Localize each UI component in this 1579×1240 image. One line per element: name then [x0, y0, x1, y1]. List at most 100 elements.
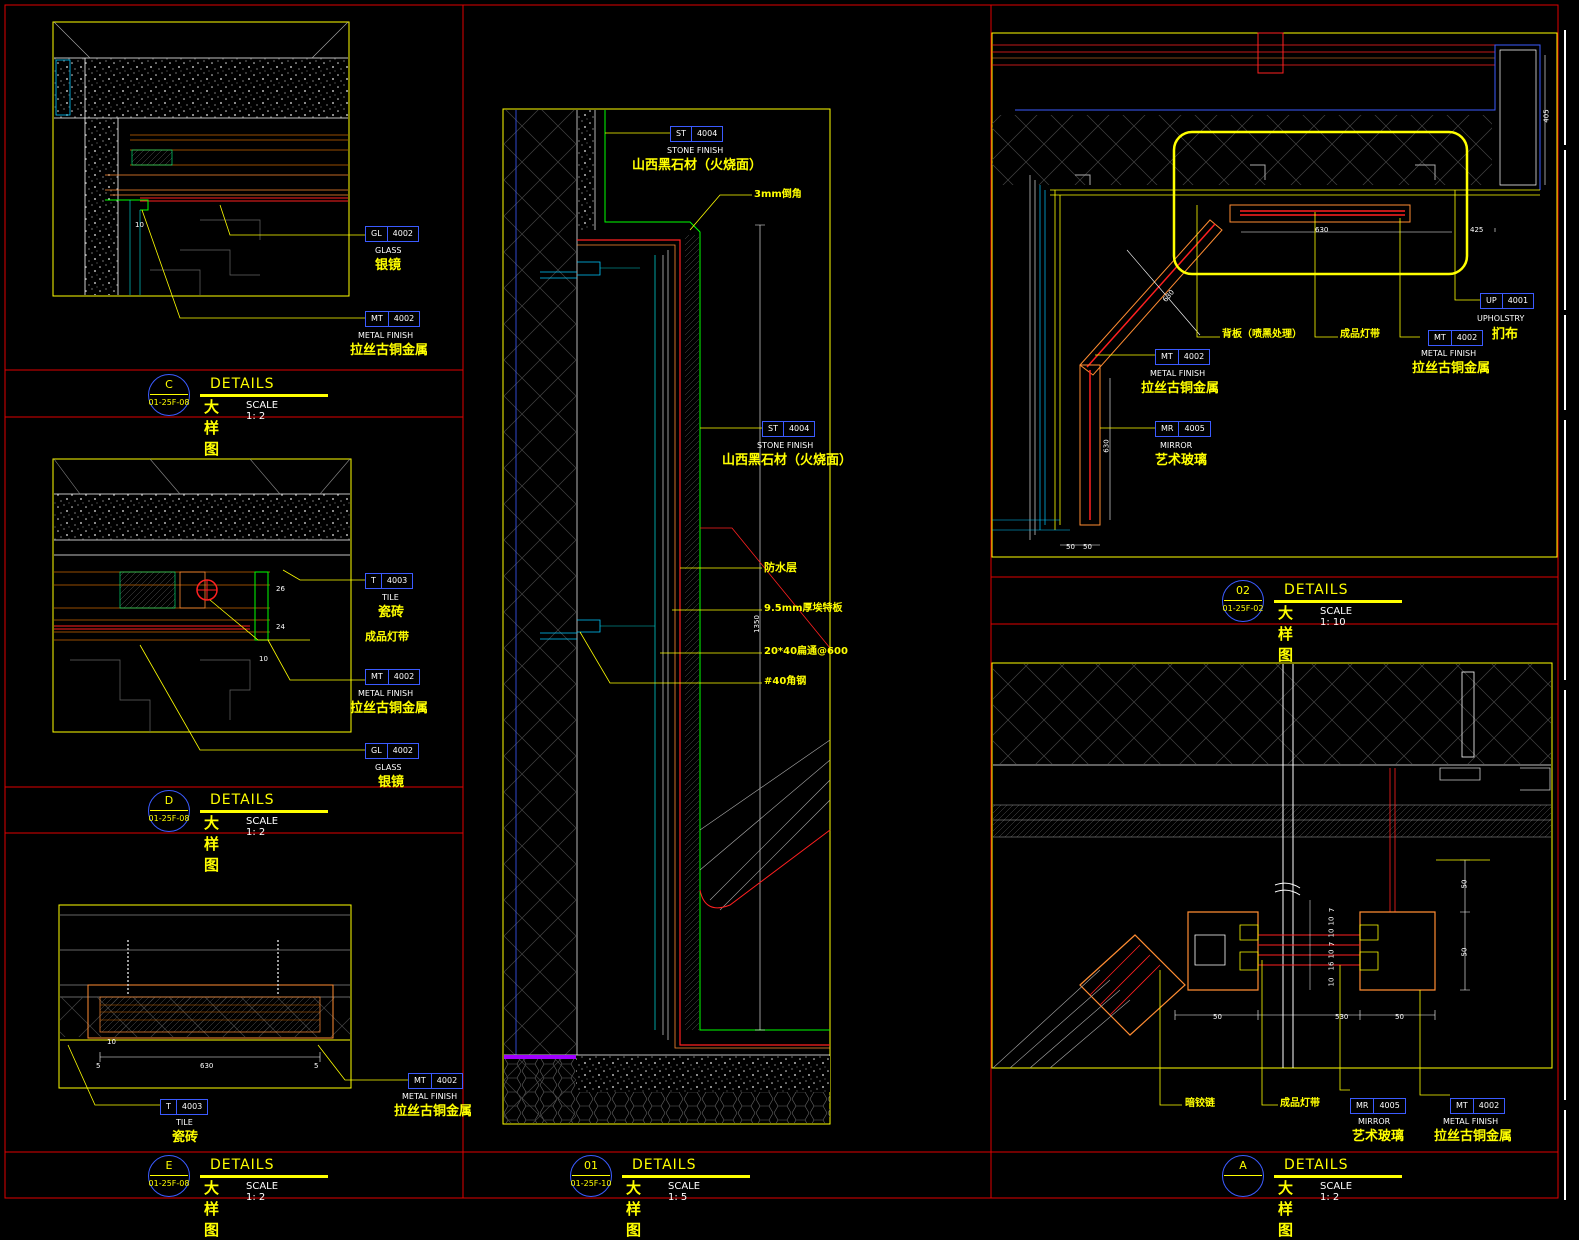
detail-cn-title: 大样图 — [204, 814, 220, 874]
material-en: METAL FINISH — [1421, 349, 1477, 358]
tube-note: 20*40扁通@600 — [764, 646, 848, 657]
detail-02-drawing — [991, 32, 1558, 558]
dimension: 10 — [1327, 977, 1336, 987]
material-cn: 拉丝古铜金属 — [1141, 381, 1220, 396]
sheet-ref: 01-25F-02 — [1222, 604, 1264, 613]
scale-label: SCALE 1: 5 — [668, 1181, 701, 1203]
chamfer-note: 3mm倒角 — [754, 189, 802, 200]
material-cn: 拉丝古铜金属 — [394, 1104, 473, 1119]
dimension: 50 — [1066, 543, 1075, 551]
detail-id: C — [165, 378, 173, 391]
dimension: 24 — [276, 623, 285, 631]
dimension: 1350 — [752, 615, 761, 633]
waterproof-note: 防水层 — [764, 561, 797, 574]
material-cn: 拉丝古铜金属 — [350, 701, 429, 716]
dimension: 10 — [1327, 916, 1336, 926]
detail-cn-title: 大样图 — [204, 1179, 220, 1239]
hinge-note: 暗铰链 — [1185, 1098, 1215, 1109]
detail-id: 01 — [584, 1159, 598, 1172]
detail-id: D — [164, 794, 174, 807]
angle-steel-note: #40角钢 — [764, 676, 807, 687]
dimension: 630 — [200, 1062, 214, 1070]
material-cn: 扪布 — [1492, 327, 1519, 342]
scale-label: SCALE 1: 2 — [1320, 1181, 1353, 1203]
material-en: METAL FINISH — [1443, 1117, 1499, 1126]
scale-label: SCALE 1: 2 — [246, 1181, 279, 1203]
dimension: 50 — [1395, 1013, 1404, 1021]
cad-drawing-canvas — [4, 4, 1566, 1200]
dimension: 630 — [1102, 439, 1111, 453]
led-strip-label: 成品灯带 — [1340, 329, 1380, 340]
dimension: 7 — [1328, 941, 1337, 947]
dimension: 26 — [276, 585, 285, 593]
dimension: 10 — [1327, 949, 1336, 959]
detail-id: E — [165, 1159, 173, 1172]
detail-a-drawing — [991, 662, 1553, 1106]
detail-cn-title: 大样图 — [1278, 1179, 1294, 1239]
dimension: 405 — [1542, 109, 1551, 123]
detail-id: A — [1239, 1159, 1247, 1172]
dimension: 50 — [1460, 879, 1469, 889]
dimension: 7 — [1328, 907, 1337, 913]
material-cn: 艺术玻璃 — [1155, 453, 1208, 468]
material-cn: 山西黑石材（火烧面） — [722, 453, 853, 468]
material-cn: 拉丝古铜金属 — [1412, 361, 1491, 376]
dimension: 425 — [1470, 226, 1484, 234]
details-label: DETAILS — [632, 1157, 697, 1173]
material-en: UPHOLSTRY — [1477, 314, 1525, 323]
material-en: GLASS — [375, 246, 402, 255]
material-en: STONE FINISH — [757, 441, 814, 450]
details-label: DETAILS — [210, 376, 275, 392]
scale-label: SCALE 1: 2 — [246, 816, 279, 838]
dimension: 50 — [1460, 947, 1469, 957]
material-cn: 拉丝古铜金属 — [1434, 1129, 1513, 1144]
dimension: 10 — [1327, 928, 1336, 938]
material-en: TILE — [382, 593, 399, 602]
dimension: 5 — [314, 1062, 319, 1070]
details-label: DETAILS — [1284, 1157, 1349, 1173]
sheet-ref: 01-25F-08 — [148, 814, 190, 823]
material-cn: 山西黑石材（火烧面） — [632, 158, 763, 173]
scale-label: SCALE 1: 10 — [1320, 606, 1353, 628]
dimension: 10 — [135, 221, 144, 229]
dimension: 630 — [1315, 226, 1329, 234]
material-en: STONE FINISH — [667, 146, 724, 155]
material-en: METAL FINISH — [358, 331, 414, 340]
material-en: GLASS — [375, 763, 402, 772]
details-label: DETAILS — [1284, 582, 1349, 598]
back-panel-note: 背板（喷黑处理） — [1222, 329, 1302, 340]
led-strip-label: 成品灯带 — [1280, 1098, 1320, 1109]
detail-01-drawing — [502, 108, 831, 1125]
detail-marker — [148, 374, 190, 416]
dimension: 10 — [259, 655, 268, 663]
dimension: 530 — [1335, 1013, 1349, 1021]
material-en: METAL FINISH — [402, 1092, 458, 1101]
sheet-grid — [4, 4, 1559, 1199]
details-label: DETAILS — [210, 1157, 275, 1173]
sheet-ref: 01-25F-08 — [148, 398, 190, 407]
detail-id: 02 — [1236, 584, 1250, 597]
material-en: METAL FINISH — [358, 689, 414, 698]
material-cn: 艺术玻璃 — [1352, 1129, 1405, 1144]
board-note: 9.5mm厚埃特板 — [764, 603, 843, 614]
detail-e-drawing — [58, 904, 408, 1106]
material-cn: 瓷砖 — [172, 1130, 199, 1145]
dimension: 16 — [1327, 961, 1336, 971]
detail-cn-title: 大样图 — [204, 398, 220, 458]
dimension: 5 — [96, 1062, 101, 1070]
sheet-ref: 01-25F-08 — [148, 1179, 190, 1188]
material-en: MIRROR — [1160, 441, 1193, 450]
material-cn: 银镜 — [375, 258, 402, 273]
